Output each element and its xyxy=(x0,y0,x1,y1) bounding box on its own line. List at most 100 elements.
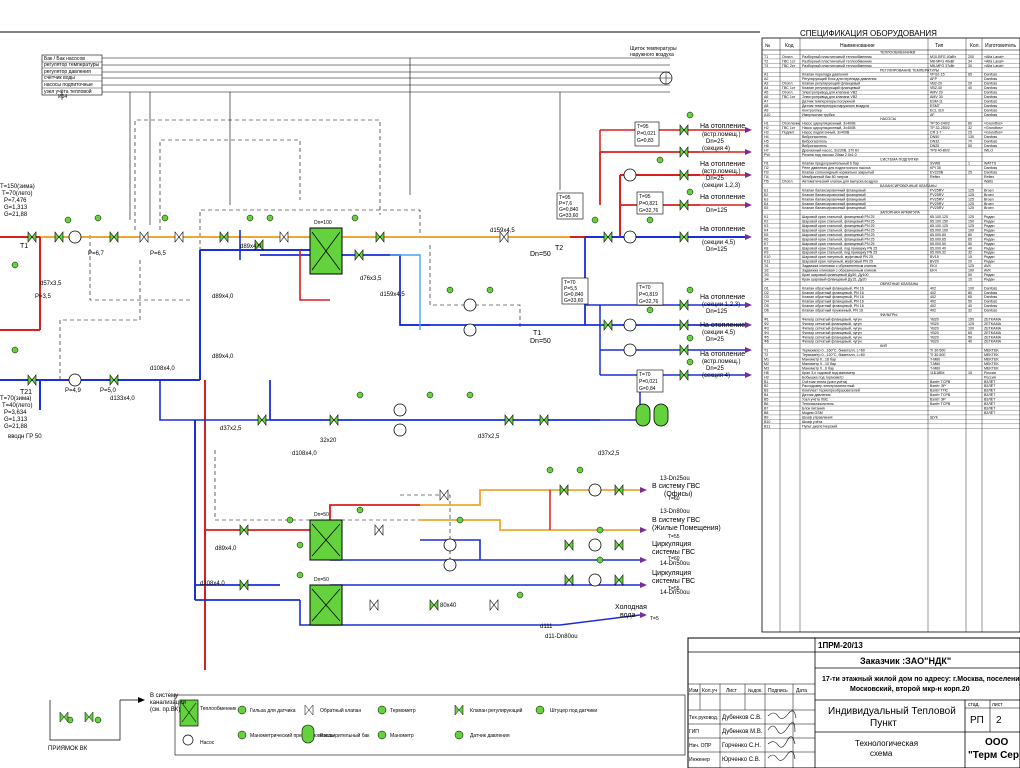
spec-cell-maker: Danfoss xyxy=(984,91,997,95)
spec-cell-type: AF xyxy=(930,113,935,117)
ball-valve-icon xyxy=(27,374,37,386)
valves xyxy=(27,124,689,611)
param-t: T=70 xyxy=(639,372,651,378)
ball-valve-icon xyxy=(109,374,119,386)
spec-cell-name: Клапан предохранительный 6 бар xyxy=(802,162,859,166)
spec-cell-type: YB20 xyxy=(930,326,939,330)
spec-cell-type: ESMT xyxy=(930,104,941,108)
spec-cell-n: K11 xyxy=(764,260,770,264)
pressure-label: P=5,0 xyxy=(100,388,117,394)
spec-cell-maker: Danfoss xyxy=(984,86,997,90)
spec-cell-type: TP 50-240/2 xyxy=(930,122,950,126)
stage: РП xyxy=(970,715,984,726)
spec-cell-name: Шаровой кран латунный, муфтовый PN 25 xyxy=(802,255,873,259)
spec-cell-qty: 70 xyxy=(968,139,972,143)
spec-cell-name: Виброгаситель xyxy=(802,144,827,148)
spec-cell-type: YB20 xyxy=(930,322,939,326)
spec-cell-qty: 100 xyxy=(968,286,974,290)
pump-icon xyxy=(68,230,82,244)
spec-cell-qty: 30 xyxy=(968,64,972,68)
dhw-t: T=55 xyxy=(668,586,680,592)
check-valve-icon xyxy=(489,599,499,611)
customer: Заказчик :ЗАО"НДК" xyxy=(860,656,951,666)
drain-icon xyxy=(535,705,545,715)
signer-name: Горченко С.Н. xyxy=(722,743,761,749)
hx2-dn: Dn=50 xyxy=(314,512,329,518)
spec-cell-maker: Ридан xyxy=(984,215,995,219)
control-header-box: Бак / Бак насосов регулятор температуры … xyxy=(41,46,677,100)
dhw-circ4: системы ГВС xyxy=(652,578,695,585)
schematic-area: Бак / Бак насосов регулятор температуры … xyxy=(0,31,760,756)
spec-cell-qty: 125 xyxy=(968,197,974,201)
spec-cell-name: Шаровой кран стальной, фланцевый PN 25 xyxy=(802,242,875,246)
spec-cell-maker: Ридан xyxy=(984,255,995,259)
spec-cell-qty: 32 xyxy=(968,309,972,313)
spec-cell-qty: 25 xyxy=(968,171,972,175)
manometer-icon xyxy=(546,466,554,474)
param-p: P=0,021 xyxy=(637,131,656,137)
spec-cell-maker: ВЗЛЁТ xyxy=(984,411,996,415)
spec-cell-n: K7 xyxy=(764,242,768,246)
spec-cell-type: M6-MFG 37кВт xyxy=(930,64,955,68)
spec-cell-n: H7 xyxy=(764,148,769,152)
dhw-t: T=5 xyxy=(650,616,659,622)
spec-cell-name: Импульсная трубка xyxy=(802,113,835,117)
spec-cell-type: T-M60 xyxy=(930,358,940,362)
spec-cell-type: BV20 xyxy=(930,260,939,264)
spec-cell-code: Отопл. xyxy=(782,82,793,86)
spec-cell-qty: 65 xyxy=(968,73,972,77)
dhw-t: T=60 xyxy=(668,496,680,502)
manometer-icon xyxy=(296,571,304,579)
spec-cell-name: Клапан обратный фланцевый, PN 16 xyxy=(802,304,864,308)
spec-cell-n: Ф5 xyxy=(764,335,769,339)
ball-valve-icon xyxy=(27,231,37,243)
spec-cell-n: A1 xyxy=(764,73,768,77)
manometer-icon xyxy=(356,391,364,399)
spec-cell-qty: 150 xyxy=(968,317,974,321)
manometer-icon xyxy=(356,506,364,514)
spec-cell-name: Фильтр сетчатый фланцевый, чугун xyxy=(802,317,862,321)
spec-cell-type: Reflex xyxy=(930,175,940,179)
spec-cell-maker: «Alfa Laval» xyxy=(984,59,1004,63)
circuit-labels: На отопление (встр.помещ.) Dn=25 (секция… xyxy=(700,123,745,379)
legend-label: Расширительный бак xyxy=(320,732,370,739)
spec-col-header: Код xyxy=(785,43,794,49)
spec-cell-type: TI 30-500 xyxy=(930,353,945,357)
spec-cell-qty: 65 xyxy=(968,237,972,241)
spec-cell-name: Шкаф учёта xyxy=(802,420,822,424)
spec-cell-n: B10 xyxy=(764,420,770,424)
pit-label: ПРИЯМОК ВК xyxy=(48,746,88,752)
spec-cell-type: DN25 xyxy=(930,144,939,148)
header-row-3: регулятор давления xyxy=(44,69,91,75)
symbol-legend: Теплообменник Насос Гильза для датчика М… xyxy=(174,694,686,756)
pump-icon xyxy=(588,538,602,552)
pressure-label: P=6,7 xyxy=(88,251,105,257)
check-valve-icon xyxy=(439,489,449,501)
dhw-cold2: вода xyxy=(620,612,635,619)
legend-label: Теплообменник xyxy=(200,706,237,712)
pipe-label: d37х2,5 xyxy=(478,434,500,440)
ball-valve-icon xyxy=(679,299,689,311)
circuit5-sub3: (секции 1,2,3) xyxy=(702,302,740,308)
spec-cell-code: Отопление xyxy=(782,122,800,126)
manometer-icon xyxy=(296,541,304,549)
spec-section-title: ОБРАТНЫЕ КЛАПАНЫ xyxy=(880,282,918,286)
circuit1-sub3: (секция 4) xyxy=(702,146,730,152)
spec-cell-code: Отопл. xyxy=(782,180,793,184)
spec-cell-type: AMV 30 xyxy=(930,95,943,99)
spec-cell-type: PV25RV xyxy=(930,202,944,206)
signer-role: Тех.руковод. xyxy=(689,715,718,721)
pipe-labels: d159х4,5 d159х4,5 d108х4,0 d133х4,0 d89х… xyxy=(20,228,620,630)
spec-cell-maker: Ридан xyxy=(984,237,995,241)
spec-cell-qty: 80 xyxy=(968,233,972,237)
spec-cell-name: Разборный пластинчатый теплообменник xyxy=(802,55,872,59)
spec-cell-name: Клапан соленоидный нормально закрытый xyxy=(802,171,874,175)
pumps xyxy=(68,168,637,587)
manometer-icon xyxy=(646,216,654,224)
spec-cell-n: A6 xyxy=(764,95,768,99)
circuit7-sub2: Dn=25 xyxy=(706,366,725,372)
ball-valve-icon xyxy=(614,539,624,551)
circuit7-sub3: (секция 4) xyxy=(702,373,730,379)
manometer-icon xyxy=(596,526,604,534)
